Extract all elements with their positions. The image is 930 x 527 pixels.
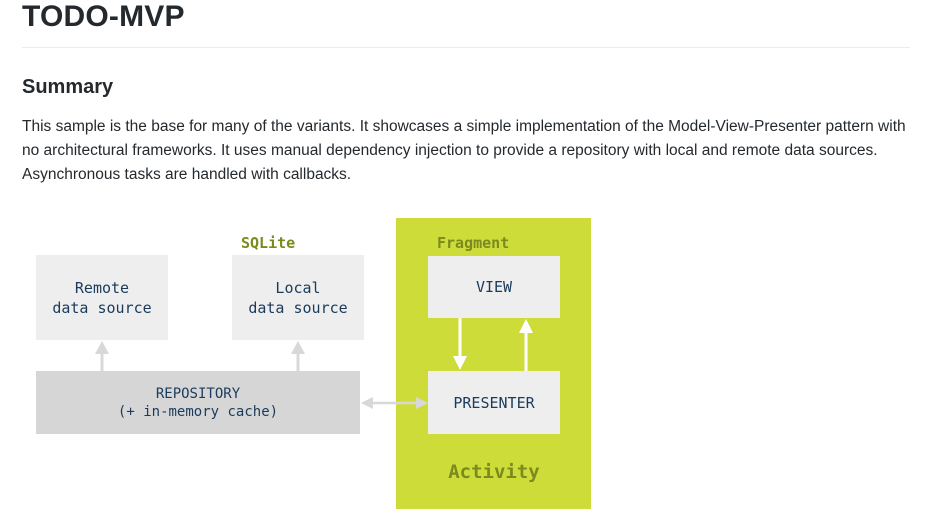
arrow-repo-presenter [361,397,428,409]
sqlite-label: SQLite [241,234,295,252]
activity-label: Activity [448,461,540,483]
local-data-source-box [232,255,364,340]
view-box [428,256,560,318]
title-divider [22,47,910,48]
repository-label-line2: (+ in-memory cache) [118,404,278,420]
repository-box [36,371,360,434]
remote-label-line2: data source [52,299,151,317]
summary-heading: Summary [22,76,114,98]
arrow-repo-to-remote [95,341,109,371]
fragment-label: Fragment [437,234,509,252]
remote-label-line1: Remote [75,279,129,297]
local-label-line2: data source [248,299,347,317]
remote-data-source-box [36,255,168,340]
arrow-presenter-to-view [519,319,533,371]
arrow-repo-to-local [291,341,305,371]
presenter-box [428,371,560,434]
summary-paragraph: This sample is the base for many of the … [22,118,906,183]
view-label: VIEW [476,278,513,296]
arrow-view-to-presenter [453,318,467,370]
local-label-line1: Local [275,279,320,297]
page-title: TODO-MVP [22,0,185,33]
repository-label-line1: REPOSITORY [156,386,241,402]
presenter-label: PRESENTER [453,394,535,412]
